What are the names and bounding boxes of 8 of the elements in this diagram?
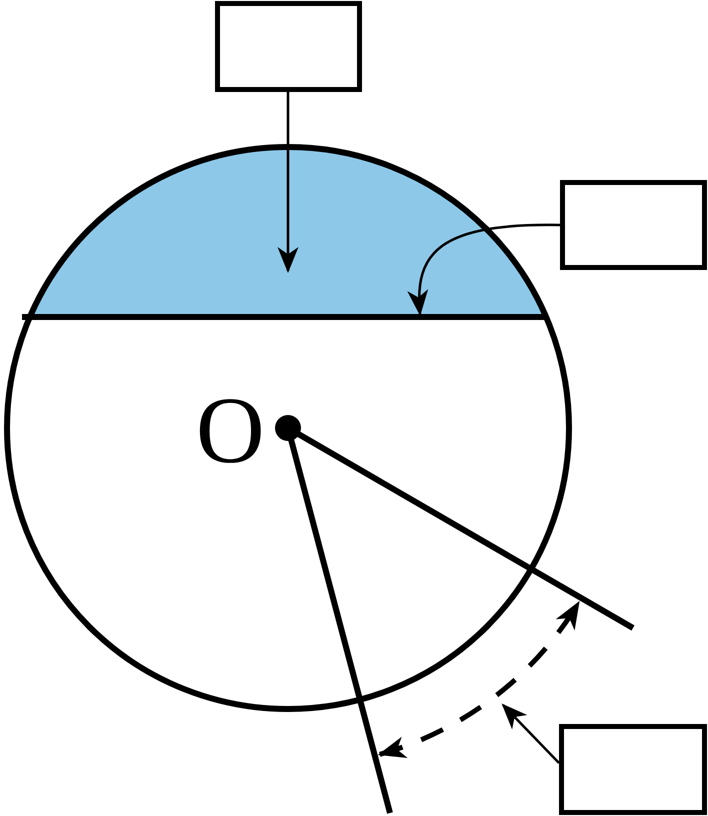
point-label: O xyxy=(196,383,265,478)
leader-arrow xyxy=(278,92,298,273)
leader-arrow xyxy=(502,704,560,764)
answer-box xyxy=(559,724,707,815)
dashed-arc-arrow xyxy=(378,600,581,757)
leader-arrow xyxy=(408,224,560,316)
answer-box xyxy=(560,180,707,270)
answer-box xyxy=(215,1,362,92)
